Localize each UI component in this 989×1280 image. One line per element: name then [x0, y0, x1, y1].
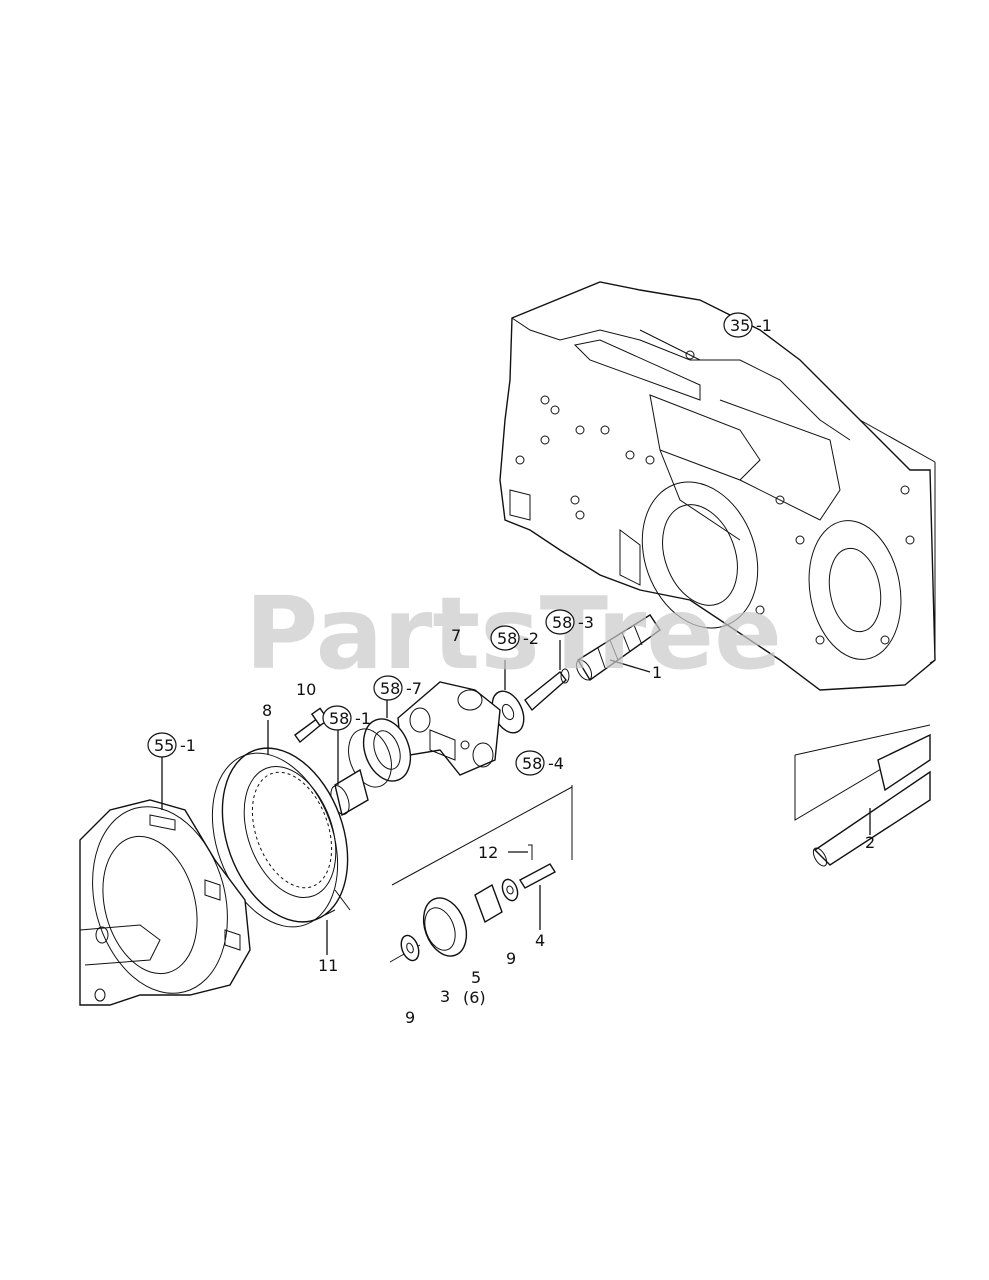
callout-58-2-ref: 58: [497, 629, 517, 648]
shaft-part-1: [575, 614, 661, 682]
callout-58-2-suffix: -2: [523, 629, 539, 648]
callout-58-2: 58 -2: [490, 625, 539, 651]
callout-58-4: 58 -4: [515, 750, 564, 776]
pin-11: [324, 889, 351, 955]
planet-gear-group: [389, 785, 573, 963]
callout-35-1-suffix: -1: [756, 316, 772, 335]
bolt-10: [294, 707, 330, 744]
callout-58-7: 58 -7: [373, 675, 422, 701]
bearing-58-7: [348, 700, 412, 788]
part-label-7: 7: [451, 626, 461, 645]
part-label-9-upper: 9: [506, 949, 516, 968]
callout-55-1-ref: 55: [154, 736, 174, 755]
callout-55-1-suffix: -1: [180, 736, 196, 755]
final-drive-housing-55-1: [79, 755, 251, 1006]
callout-58-3-suffix: -3: [578, 613, 594, 632]
callout-58-4-ref: 58: [522, 754, 542, 773]
callout-58-1-ref: 58: [329, 709, 349, 728]
part-label-5: 5: [471, 968, 481, 987]
shaft-part-2: [794, 724, 931, 867]
ring-gear-8: [211, 720, 349, 928]
callout-35-1-ref: 35: [730, 316, 750, 335]
callout-58-7-ref: 58: [380, 679, 400, 698]
part-label-1: 1: [652, 663, 662, 682]
part-label-10: 10: [296, 680, 316, 699]
part-label-2: 2: [865, 833, 875, 852]
pin-58-3: [524, 640, 570, 712]
callout-58-3: 58 -3: [545, 609, 594, 635]
callout-58-1: 58 -1: [322, 705, 371, 731]
callout-58-3-ref: 58: [552, 613, 572, 632]
part-label-3: 3: [440, 987, 450, 1006]
part-label-12: 12: [478, 843, 498, 862]
stub-shaft-58-1: [330, 730, 369, 817]
part-label-9-lower: 9: [405, 1008, 415, 1027]
callout-58-4-suffix: -4: [548, 754, 564, 773]
callout-55-1: 55 -1: [147, 732, 196, 758]
callout-58-7-suffix: -7: [406, 679, 422, 698]
callout-58-1-suffix: -1: [355, 709, 371, 728]
part-label-4: 4: [535, 931, 545, 950]
part-label-11: 11: [318, 956, 338, 975]
part-label-6: (6): [463, 988, 486, 1007]
part-label-8: 8: [262, 701, 272, 720]
callout-35-1: 35 -1: [723, 312, 772, 338]
